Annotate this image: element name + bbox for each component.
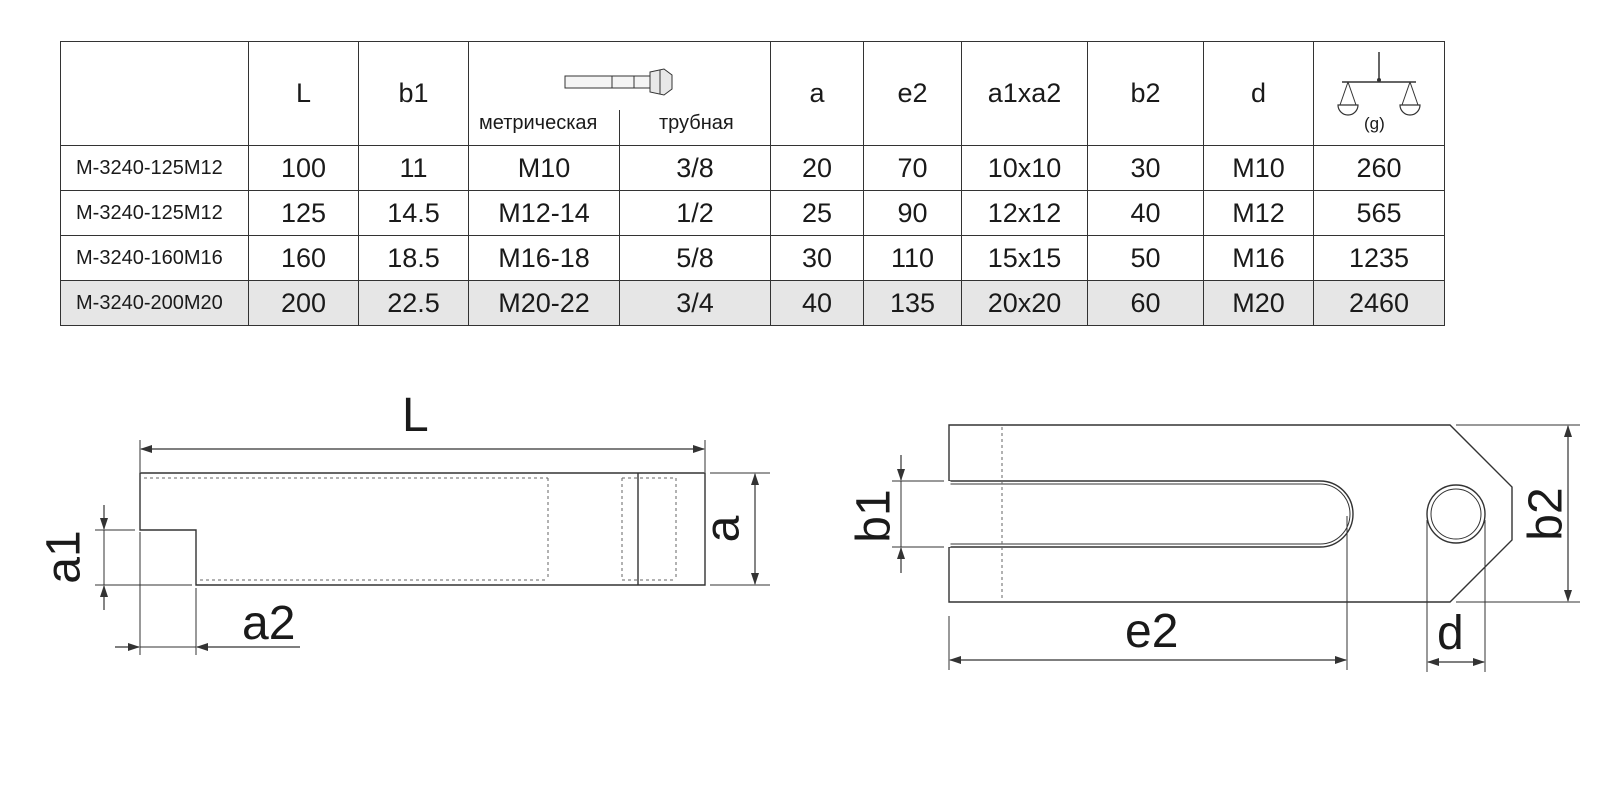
cell-L: 200 <box>248 280 359 326</box>
table-header-row: L b1 метрическая трубная a e2 a1xa2 b2 d <box>60 41 1445 146</box>
cell-L: 125 <box>248 190 359 236</box>
cell-a1xa2: 15x15 <box>961 235 1088 281</box>
cell-b1: 18.5 <box>358 235 469 281</box>
cell-code: M-3240-160M16 <box>60 235 249 281</box>
side-view-drawing <box>95 440 770 655</box>
dim-a1-label: a1 <box>37 530 91 584</box>
cell-metric: M10 <box>468 145 620 191</box>
cell-d: M12 <box>1203 190 1314 236</box>
cell-weight: 565 <box>1313 190 1445 236</box>
header-d: d <box>1203 41 1314 146</box>
table-row: M-3240-160M16 160 18.5 M16-18 5/8 30 110… <box>60 235 1445 281</box>
cell-weight: 2460 <box>1313 280 1445 326</box>
dim-b1-label: b1 <box>847 489 901 543</box>
dim-e2-label: e2 <box>1125 605 1179 658</box>
cell-pipe: 5/8 <box>619 235 771 281</box>
cell-L: 160 <box>248 235 359 281</box>
cell-weight: 260 <box>1313 145 1445 191</box>
cell-e2: 135 <box>863 280 962 326</box>
cell-code: M-3240-125M12 <box>60 190 249 236</box>
header-code <box>60 41 249 146</box>
cell-a: 20 <box>770 145 864 191</box>
cell-e2: 110 <box>863 235 962 281</box>
cell-a1xa2: 10x10 <box>961 145 1088 191</box>
cell-code: M-3240-125M12 <box>60 145 249 191</box>
cell-pipe: 1/2 <box>619 190 771 236</box>
table-row: M-3240-125M12 100 11 M10 3/8 20 70 10x10… <box>60 145 1445 191</box>
cell-b2: 50 <box>1087 235 1204 281</box>
table-row: M-3240-125M12 125 14.5 M12-14 1/2 25 90 … <box>60 190 1445 236</box>
header-a: a <box>770 41 864 146</box>
dim-a-label: a <box>696 515 750 543</box>
header-weight-unit: (g) <box>1364 114 1385 133</box>
cell-e2: 90 <box>863 190 962 236</box>
dim-L-label: L <box>402 389 429 442</box>
cell-a1xa2: 20x20 <box>961 280 1088 326</box>
bolt-icon <box>564 68 673 96</box>
header-thread-metric: метрическая <box>479 112 598 134</box>
header-thread-pipe: трубная <box>659 112 734 134</box>
top-view-drawing <box>892 424 1580 672</box>
cell-b2: 60 <box>1087 280 1204 326</box>
cell-L: 100 <box>248 145 359 191</box>
cell-weight: 1235 <box>1313 235 1445 281</box>
cell-e2: 70 <box>863 145 962 191</box>
cell-b1: 22.5 <box>358 280 469 326</box>
header-weight: (g) <box>1313 41 1445 146</box>
cell-metric: M20-22 <box>468 280 620 326</box>
cell-pipe: 3/8 <box>619 145 771 191</box>
thread-divider <box>619 110 620 145</box>
cell-metric: M12-14 <box>468 190 620 236</box>
header-a1xa2: a1xa2 <box>961 41 1088 146</box>
cell-a: 30 <box>770 235 864 281</box>
cell-a: 40 <box>770 280 864 326</box>
cell-a1xa2: 12x12 <box>961 190 1088 236</box>
cell-b2: 40 <box>1087 190 1204 236</box>
cell-d: M16 <box>1203 235 1314 281</box>
dim-a2-label: a2 <box>242 597 296 650</box>
table-row: M-3240-200M20 200 22.5 M20-22 3/4 40 135… <box>60 280 1445 326</box>
cell-d: M20 <box>1203 280 1314 326</box>
header-b2: b2 <box>1087 41 1204 146</box>
cell-metric: M16-18 <box>468 235 620 281</box>
spec-table: L b1 метрическая трубная a e2 a1xa2 b2 d <box>60 41 1445 326</box>
cell-code: M-3240-200M20 <box>60 280 249 326</box>
balance-scale-icon <box>1337 52 1421 116</box>
dim-b2-label: b2 <box>1519 487 1573 541</box>
header-thread: метрическая трубная <box>468 41 771 146</box>
cell-d: M10 <box>1203 145 1314 191</box>
dim-d-label: d <box>1437 607 1464 660</box>
